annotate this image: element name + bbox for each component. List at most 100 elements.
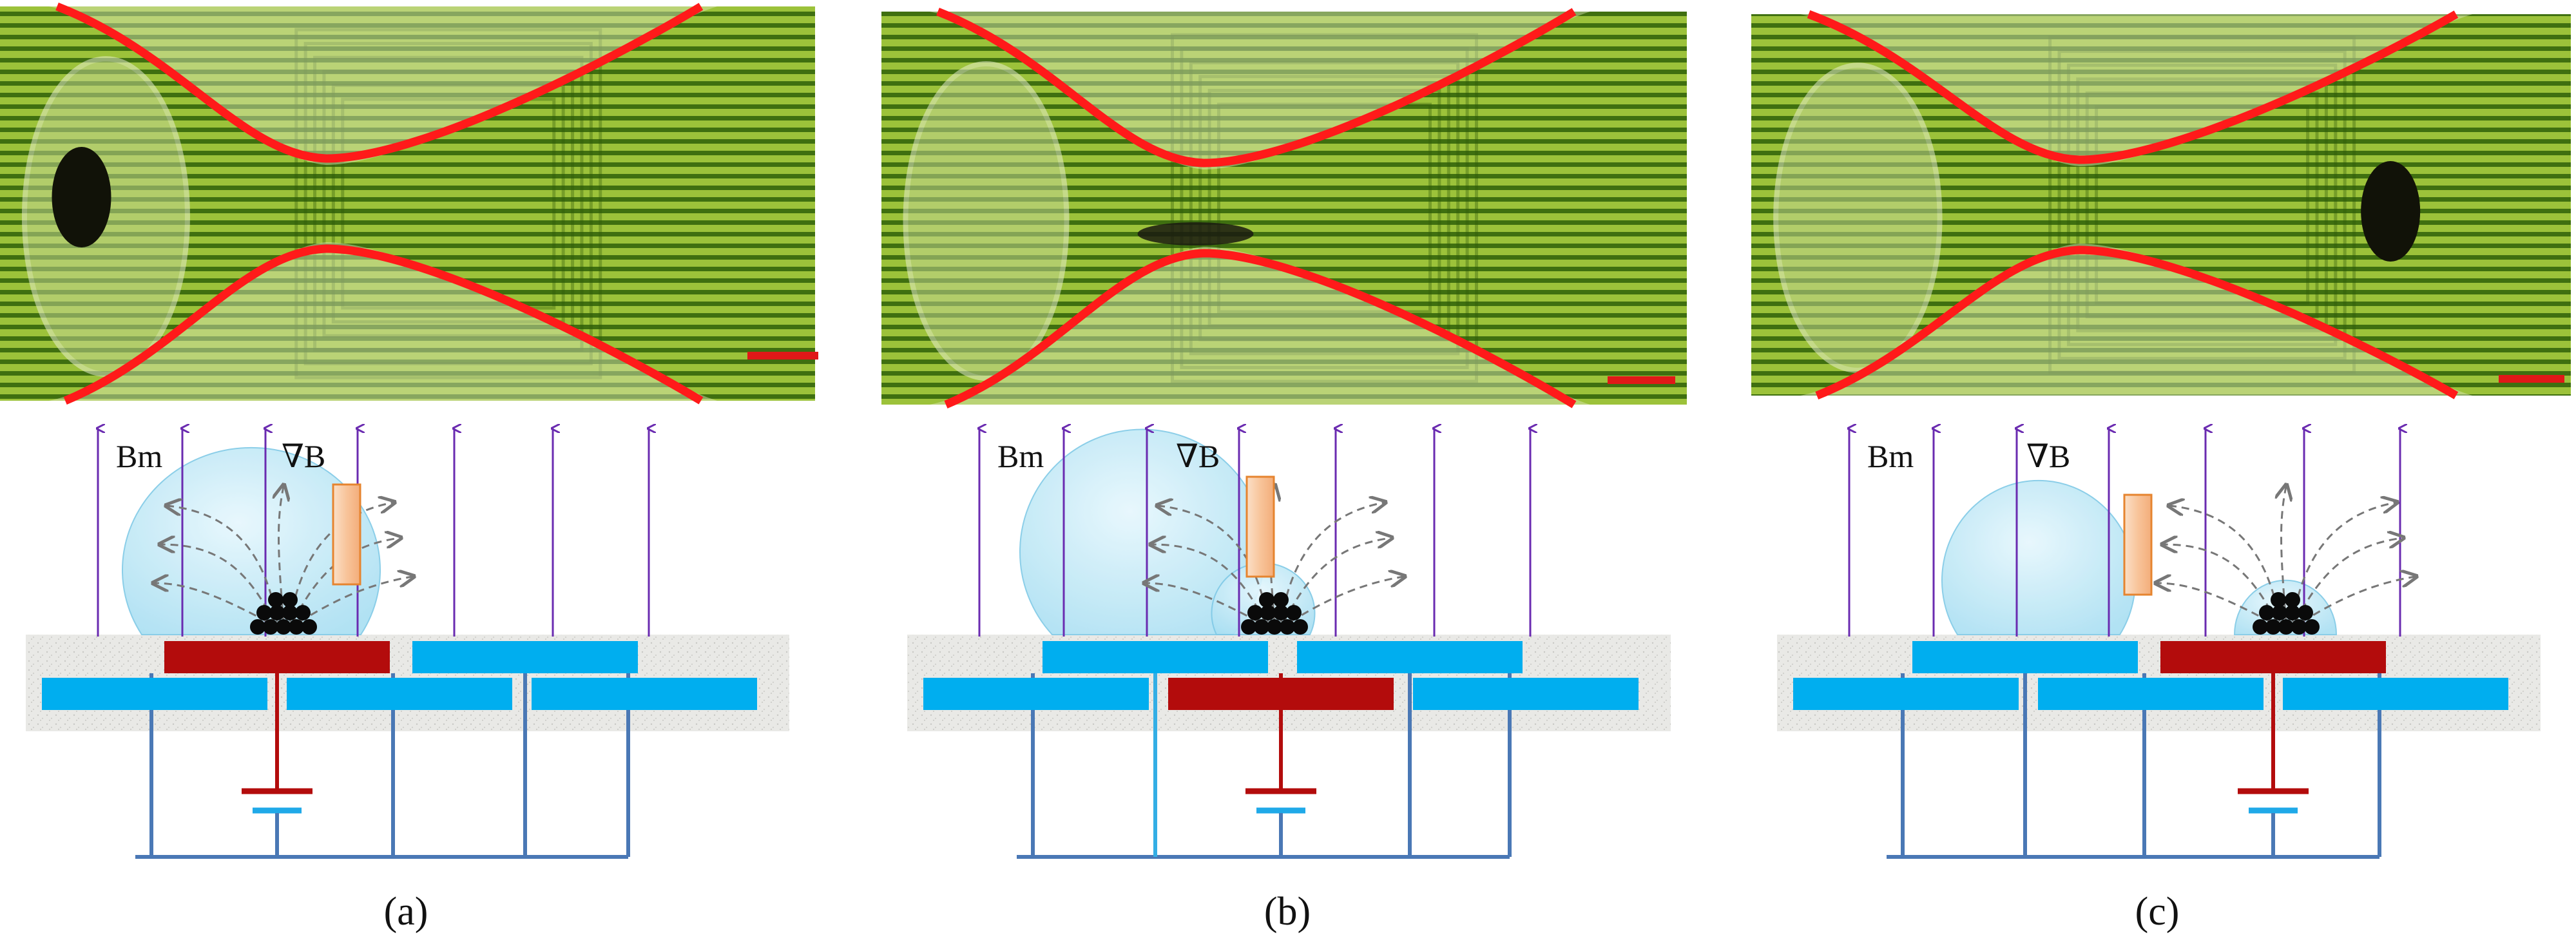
gradient-line bbox=[1152, 544, 1266, 622]
field-label: Bm bbox=[116, 438, 162, 474]
gradient-line bbox=[161, 544, 275, 622]
coil-turn bbox=[1180, 47, 1469, 369]
droplet bbox=[122, 446, 381, 635]
coil-turn bbox=[331, 83, 565, 324]
electrode-top bbox=[1912, 641, 2138, 673]
channel-outline-top bbox=[936, 7, 1577, 168]
gradient-line bbox=[2302, 577, 2415, 623]
bead-cluster bbox=[2361, 161, 2421, 262]
magnetic-bead bbox=[1286, 605, 1302, 620]
magnetic-bead bbox=[1247, 605, 1263, 620]
magnetic-bead bbox=[282, 605, 298, 620]
magnetic-bead bbox=[2291, 619, 2307, 635]
magnetic-bead bbox=[2259, 605, 2274, 620]
magnetic-bead bbox=[289, 619, 304, 635]
micrograph bbox=[1751, 10, 2571, 400]
coil-turn bbox=[2095, 105, 2310, 305]
coil-turn bbox=[294, 28, 602, 379]
magnetic-bead bbox=[1273, 605, 1289, 620]
electrode-bottom bbox=[42, 678, 267, 710]
reservoir bbox=[1773, 62, 1943, 373]
gradient-line bbox=[1290, 577, 1403, 623]
electrode-bottom bbox=[1168, 678, 1394, 710]
coil-turn bbox=[2057, 50, 2347, 360]
gradient-line bbox=[1146, 583, 1259, 623]
electrode-bottom bbox=[532, 678, 757, 710]
field-label: Bm bbox=[1867, 438, 1914, 474]
field-label: Bm bbox=[997, 438, 1044, 474]
reservoir bbox=[903, 61, 1070, 381]
coil-turn bbox=[313, 55, 584, 352]
gradient-line bbox=[2157, 583, 2271, 623]
magnetic-bead bbox=[250, 619, 265, 635]
electrode-bottom bbox=[1413, 678, 1639, 710]
coil-turn bbox=[1171, 33, 1478, 383]
magnetic-bead bbox=[1254, 619, 1269, 635]
channel-wall-bottom bbox=[48, 242, 718, 401]
channel-wall-top bbox=[1800, 14, 2473, 166]
magnetic-bead bbox=[302, 619, 317, 635]
electrode-bottom bbox=[1793, 678, 2019, 710]
gradient-line bbox=[1280, 503, 1384, 622]
panel-b: Bm∇B(b) bbox=[881, 7, 1687, 934]
electrode-top bbox=[1043, 641, 1268, 673]
magnetic-bead bbox=[1267, 619, 1282, 635]
magnetic-bead bbox=[256, 605, 272, 620]
magnetic-bead bbox=[269, 605, 285, 620]
magnetic-bead bbox=[1293, 619, 1308, 635]
panel-c: Bm ∇B (c) bbox=[1751, 10, 2571, 934]
panel-label: (c) bbox=[2135, 890, 2180, 934]
micrograph bbox=[0, 2, 818, 405]
panel-label: (b) bbox=[1264, 890, 1311, 934]
permanent-magnet bbox=[1245, 475, 1275, 578]
schematic: Bm ∇B (a) bbox=[26, 428, 789, 934]
magnetic-bead bbox=[1260, 605, 1276, 620]
magnetic-bead bbox=[1273, 592, 1289, 608]
magnetic-bead bbox=[2272, 605, 2287, 620]
micrograph bbox=[881, 7, 1687, 408]
magnetic-bead bbox=[263, 619, 278, 635]
magnetic-bead bbox=[2271, 592, 2286, 608]
bead-cluster bbox=[52, 147, 111, 247]
magnetic-bead bbox=[2304, 619, 2320, 635]
electrode-top bbox=[412, 641, 638, 673]
gradient-line bbox=[155, 583, 268, 623]
coil-turn bbox=[322, 70, 575, 338]
electrode-bottom bbox=[923, 678, 1149, 710]
permanent-magnet bbox=[332, 483, 361, 586]
gradient-line bbox=[2291, 503, 2396, 622]
channel-outline-bottom bbox=[944, 249, 1577, 408]
channel-wall-top bbox=[48, 6, 718, 165]
magnetic-bead bbox=[2265, 619, 2281, 635]
channel-wall-top bbox=[930, 12, 1590, 169]
coil-turn bbox=[2085, 91, 2319, 319]
gradient-label: ∇B bbox=[2026, 438, 2070, 474]
panel-a: Bm ∇B (a) bbox=[0, 2, 818, 934]
gradient-label: ∇B bbox=[282, 438, 325, 474]
channel-wall-bottom bbox=[1800, 244, 2473, 396]
coil-turn bbox=[341, 97, 556, 310]
electrode-bottom bbox=[2283, 678, 2508, 710]
bead-cluster bbox=[1137, 222, 1254, 245]
droplet bbox=[1941, 479, 2136, 635]
magnetic-bead bbox=[295, 605, 311, 620]
magnetic-bead bbox=[2278, 619, 2294, 635]
coil-turn bbox=[2076, 77, 2328, 332]
channel-outline-top bbox=[55, 2, 704, 163]
magnetic-bead bbox=[282, 592, 298, 608]
panel-label: (a) bbox=[384, 890, 428, 934]
coil-turn bbox=[1189, 61, 1460, 356]
gradient-line bbox=[289, 503, 393, 622]
magnetic-bead bbox=[2298, 605, 2313, 620]
channel-wall-bottom bbox=[930, 247, 1590, 405]
electrode-bottom bbox=[2038, 678, 2264, 710]
permanent-magnet bbox=[2123, 494, 2153, 596]
coil-turn bbox=[1198, 75, 1450, 341]
electrode-top bbox=[1297, 641, 1523, 673]
gradient-line bbox=[2294, 538, 2402, 622]
electrode-bottom bbox=[287, 678, 512, 710]
electrode-top bbox=[164, 641, 390, 673]
coil-turn bbox=[303, 42, 593, 365]
coil-turn bbox=[1217, 102, 1432, 314]
